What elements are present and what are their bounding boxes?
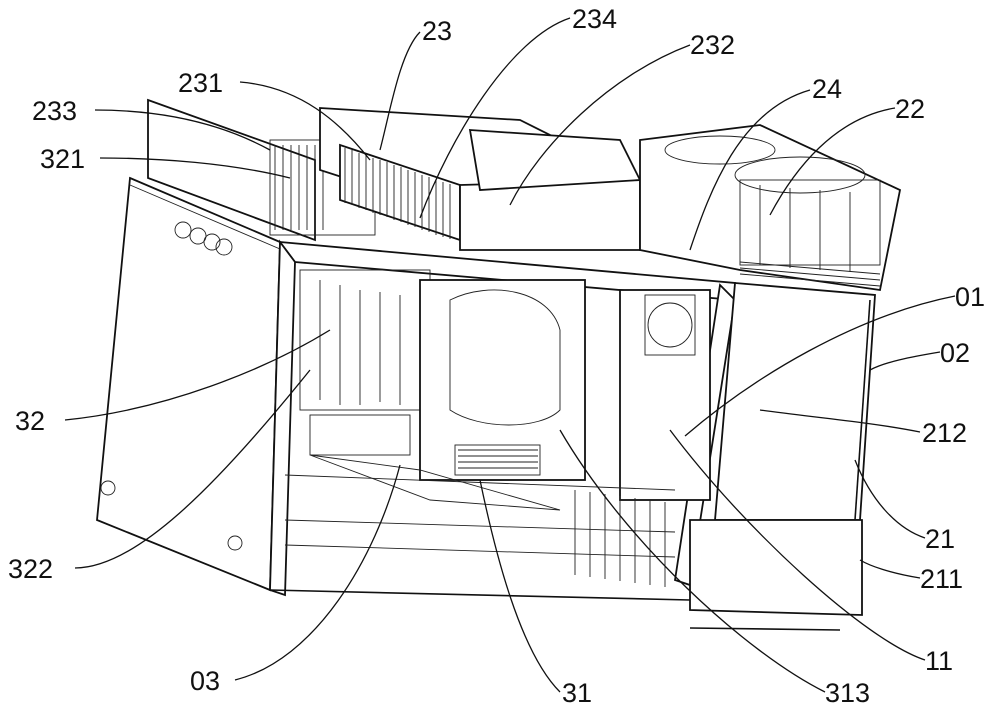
label-313: 313 (825, 678, 870, 708)
label-02: 02 (940, 338, 970, 368)
label-11: 11 (925, 646, 953, 676)
label-22: 22 (895, 94, 925, 124)
interior-components (284, 269, 711, 587)
label-32: 32 (15, 406, 45, 436)
left-side-panel (96, 176, 281, 592)
label-234: 234 (572, 4, 617, 34)
label-21: 21 (925, 524, 955, 554)
label-01: 01 (955, 282, 985, 312)
label-322: 322 (8, 554, 53, 584)
label-24: 24 (812, 74, 842, 104)
label-212: 212 (922, 418, 967, 448)
label-211: 211 (920, 564, 963, 594)
label-233: 233 (32, 96, 77, 126)
box-232 (459, 129, 642, 251)
fan-assembly-22 (639, 124, 902, 292)
label-31: 31 (562, 678, 592, 708)
top-left-heatsink-233 (147, 98, 376, 242)
label-231: 231 (178, 68, 223, 98)
front-frame (269, 239, 736, 601)
label-03: 03 (190, 666, 220, 696)
right-module-21 (689, 282, 876, 631)
leader-lines (64, 17, 956, 693)
label-321: 321 (40, 144, 85, 174)
label-23: 23 (422, 16, 452, 46)
label-232: 232 (690, 30, 735, 60)
